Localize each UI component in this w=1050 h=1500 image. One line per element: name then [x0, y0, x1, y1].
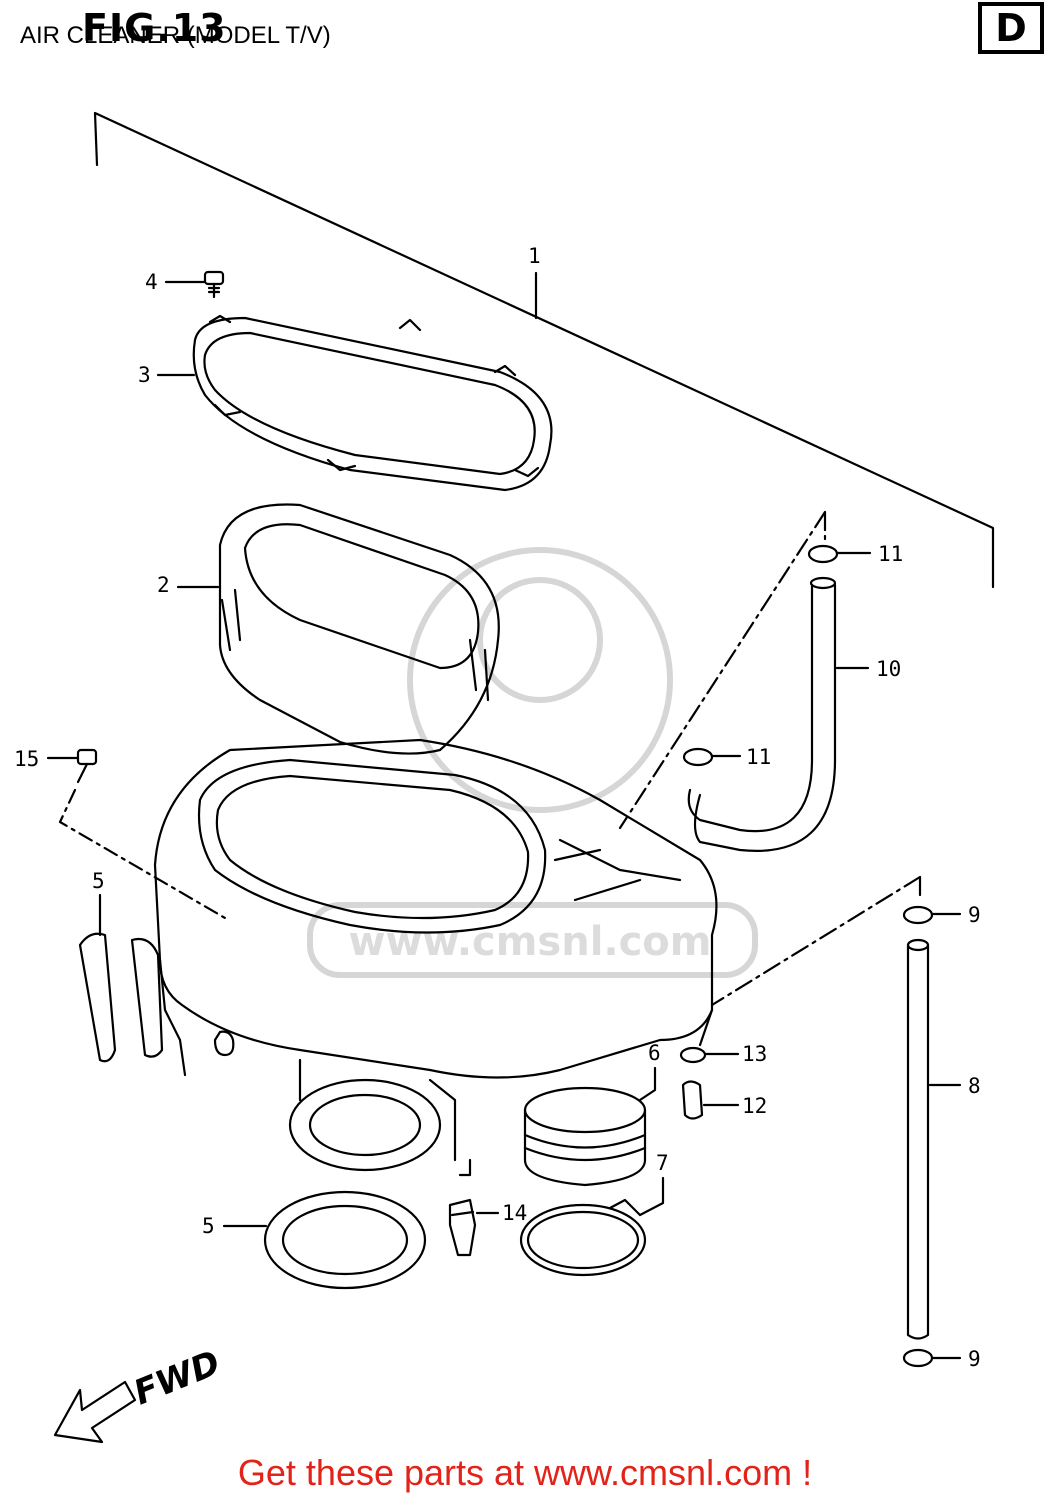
callout-5-left: 5: [92, 869, 105, 893]
callout-numbers: 1 2 3 4 5 5 6 7 8 9 9 10 11 11 12 13 14 …: [14, 244, 981, 1413]
callout-11-lower: 11: [746, 745, 771, 769]
callout-4: 4: [145, 270, 158, 294]
callout-11-upper: 11: [878, 542, 903, 566]
hose-part-10: [687, 576, 837, 852]
callout-8: 8: [968, 1074, 981, 1098]
callout-15: 15: [14, 747, 39, 771]
watermark-text: www.cmsnl.com: [349, 919, 712, 965]
cap-part-12: [681, 1080, 704, 1120]
callout-10: 10: [876, 657, 901, 681]
clip-part-9-lower: [902, 1348, 934, 1368]
callout-1: 1: [528, 244, 541, 268]
callout-2: 2: [157, 573, 170, 597]
air-cleaner-housing-part-1: [153, 738, 718, 1177]
filter-element-part-2: [218, 503, 500, 755]
cover-part-3: [192, 314, 553, 492]
seal-part-5-bottom: [263, 1190, 427, 1290]
get-parts-link[interactable]: Get these parts at www.cmsnl.com !: [237, 1452, 813, 1493]
callout-3: 3: [138, 363, 151, 387]
page-subtitle: AIR CLEANER (MODEL T/V): [20, 22, 331, 49]
leader-15-path: [58, 788, 227, 920]
clip-part-13: [679, 1046, 707, 1064]
clip-part-9-upper: [902, 905, 934, 925]
callout-13: 13: [742, 1042, 767, 1066]
section-letter-badge: D: [978, 2, 1044, 54]
bolt-part-4: [203, 270, 225, 299]
callout-5-bottom: 5: [202, 1214, 215, 1238]
callout-12: 12: [742, 1094, 767, 1118]
callout-7: 7: [656, 1151, 669, 1175]
screw-part-15: [76, 748, 98, 784]
guide-line-tube: [710, 875, 922, 1007]
leader-6: [638, 1066, 657, 1102]
intake-duct: [288, 1078, 442, 1172]
leader-7: [638, 1176, 665, 1217]
direction-label: FWD: [128, 1343, 225, 1413]
drain-plug-part-14: [448, 1198, 477, 1257]
clip-part-11-lower: [682, 747, 714, 767]
callout-9-upper: 9: [968, 903, 981, 927]
seal-part-5-left: [78, 932, 164, 1063]
assembly-bracket: [93, 111, 995, 589]
callout-6: 6: [648, 1041, 661, 1065]
callout-9-lower: 9: [968, 1347, 981, 1371]
tube-part-8: [906, 938, 930, 1340]
forward-arrow-icon: [53, 1380, 137, 1444]
watermark-logo: www.cmsnl.com: [307, 547, 758, 978]
clamp-part-7: [519, 1198, 647, 1277]
connector-part-6: [523, 1086, 647, 1187]
clip-part-11-upper: [807, 544, 839, 564]
guide-line-hose: [618, 510, 827, 830]
figure-title: FIG.13: [82, 6, 227, 50]
callout-14: 14: [502, 1201, 527, 1225]
